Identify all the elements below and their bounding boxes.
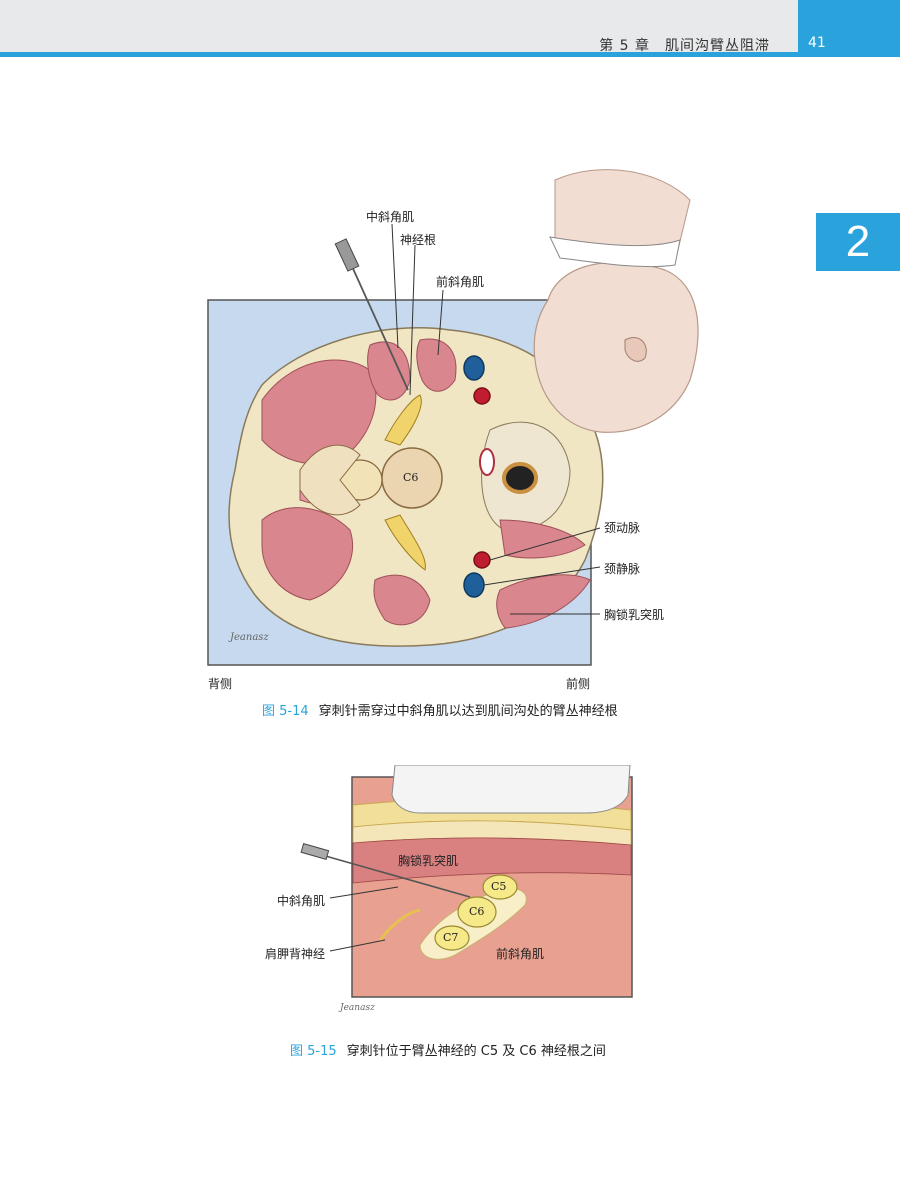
label-vertebra-c6: C6 xyxy=(403,471,419,484)
c7-root xyxy=(434,925,470,951)
jugular-vein-lower xyxy=(463,572,485,598)
leader-anterior-scalene xyxy=(437,289,444,356)
header-bar xyxy=(0,0,798,52)
needle-hub-2 xyxy=(300,842,330,861)
header-accent-line xyxy=(0,52,798,57)
dorsal-scapular-nerve xyxy=(378,908,421,941)
figure-5-14-caption-text: 穿刺针需穿过中斜角肌以达到肌间沟处的臂丛神经根 xyxy=(318,704,618,719)
carotid-artery-lower xyxy=(473,551,491,569)
figure-5-14-illustration xyxy=(207,169,699,666)
leader-carotid xyxy=(489,527,601,561)
patient-head xyxy=(533,261,699,433)
scm-muscle-upper xyxy=(499,519,586,559)
trachea xyxy=(502,462,538,494)
label-jugular: 颈静脉 xyxy=(604,562,641,576)
figure-5-15-number: 图 5-15 xyxy=(290,1044,337,1059)
label-carotid: 颈动脉 xyxy=(604,521,641,535)
leader-nerve-root xyxy=(409,244,416,396)
leader-middle-scalene xyxy=(391,223,399,349)
artist-signature-2: Jeanasz xyxy=(340,1003,375,1013)
anterior-scalene-muscle xyxy=(416,338,457,392)
jugular-vein-upper xyxy=(463,355,485,381)
artist-signature-1: Jeanasz xyxy=(230,632,269,643)
label-anterior-scalene-2: 前斜角肌 xyxy=(496,947,545,961)
nerve-root-upper xyxy=(384,394,422,446)
scm-muscle xyxy=(352,837,632,884)
vertebral-arch xyxy=(299,444,361,516)
leader-dorsal-scapular xyxy=(329,939,386,952)
label-ventral: 前侧 xyxy=(566,677,591,691)
patient-ear xyxy=(624,337,647,362)
page-header: 第 5 章 肌间沟臂丛阻滞 41 xyxy=(0,0,900,57)
lower-scalene-muscles xyxy=(373,574,431,626)
c6-root xyxy=(457,896,497,928)
figure-5-15-caption-text: 穿刺针位于臂丛神经的 C5 及 C6 神经根之间 xyxy=(346,1044,606,1059)
chapter-title: 第 5 章 肌间沟臂丛阻滞 xyxy=(599,38,770,54)
label-middle-scalene-2: 中斜角肌 xyxy=(277,894,326,908)
figure-5-15-caption: 图 5-15 穿刺针位于臂丛神经的 C5 及 C6 神经根之间 xyxy=(290,1040,606,1059)
chapter-tab: 2 xyxy=(816,213,900,271)
label-scm: 胸锁乳突肌 xyxy=(604,608,665,622)
nerve-root-lower xyxy=(384,514,426,571)
c5-root xyxy=(482,874,518,900)
posterior-muscle-upper xyxy=(261,359,377,465)
label-middle-scalene: 中斜角肌 xyxy=(366,210,415,224)
label-anterior-scalene: 前斜角肌 xyxy=(436,275,485,289)
label-c7: C7 xyxy=(443,931,459,944)
label-dorsal: 背侧 xyxy=(208,677,233,691)
label-dorsal-scapular: 肩胛背神经 xyxy=(265,947,326,961)
needle-shaft-2 xyxy=(321,854,471,898)
patient-collar xyxy=(549,236,681,268)
ultrasound-probe xyxy=(391,765,631,814)
needle-hub xyxy=(334,238,360,272)
label-c5: C5 xyxy=(491,880,507,893)
leader-jugular xyxy=(483,566,601,586)
figure-5-15-illustration xyxy=(300,765,633,998)
page-number-box xyxy=(798,0,900,57)
esophagus xyxy=(479,448,495,476)
needle-shaft xyxy=(349,261,409,391)
label-c6: C6 xyxy=(469,905,485,918)
figure-5-14-number: 图 5-14 xyxy=(262,704,309,719)
carotid-artery-upper xyxy=(473,387,491,405)
scm-muscle-lower xyxy=(496,574,591,629)
label-scm-2: 胸锁乳突肌 xyxy=(398,854,459,868)
page-number: 41 xyxy=(808,35,826,51)
figure-5-14-caption: 图 5-14 穿刺针需穿过中斜角肌以达到肌间沟处的臂丛神经根 xyxy=(262,700,618,719)
posterior-muscle-lower xyxy=(261,507,354,601)
label-nerve-root: 神经根 xyxy=(400,233,437,247)
leader-middle-scalene-2 xyxy=(329,886,399,899)
